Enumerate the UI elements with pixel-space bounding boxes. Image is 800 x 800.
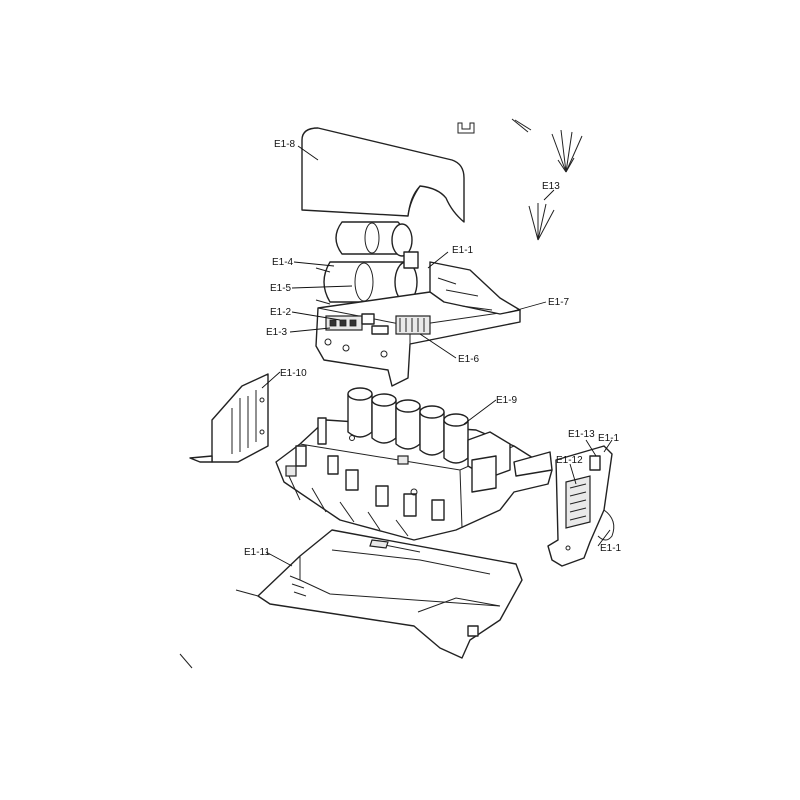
small-pin-part: [511, 118, 532, 133]
part-labels: E1-8 E1-1 E1-4 E1-5 E1-2 E1-3 E1-7 E1-6 …: [244, 139, 622, 558]
label-e1-15: E1-1: [600, 543, 622, 554]
label-e1-6: E1-6: [458, 354, 480, 365]
stray-mark: [179, 653, 193, 669]
label-e13: E13: [542, 181, 560, 192]
main-board-assembly: [275, 387, 553, 541]
label-e1-13: E1-13: [568, 429, 595, 440]
label-e1-10: E1-10: [280, 368, 307, 379]
label-e1-2: E1-2: [270, 307, 292, 318]
label-e1-1: E1-1: [452, 245, 474, 256]
upper-pcb-assembly: [315, 221, 521, 387]
leader-lines: [261, 145, 613, 567]
wire-harness-lower-part: [528, 203, 555, 241]
side-panel-right-assembly: [547, 445, 615, 567]
label-e1-3: E1-3: [266, 327, 288, 338]
label-e1-9: E1-9: [496, 395, 518, 406]
label-e1-4: E1-4: [272, 257, 294, 268]
connector-block-part: [457, 122, 475, 134]
wire-harness-upper-part: [551, 129, 583, 173]
base-tray-part: [235, 529, 523, 659]
label-e1-8: E1-8: [274, 139, 296, 150]
sheet-cover-part: [301, 127, 465, 223]
label-e1-7: E1-7: [548, 297, 570, 308]
label-e1-12: E1-12: [556, 455, 583, 466]
label-e1-14: E1-1: [598, 433, 620, 444]
label-e1-11: E1-11: [244, 547, 270, 558]
label-e1-5: E1-5: [270, 283, 292, 294]
side-bracket-left-part: [189, 373, 269, 463]
capacitor-row: [347, 387, 469, 464]
